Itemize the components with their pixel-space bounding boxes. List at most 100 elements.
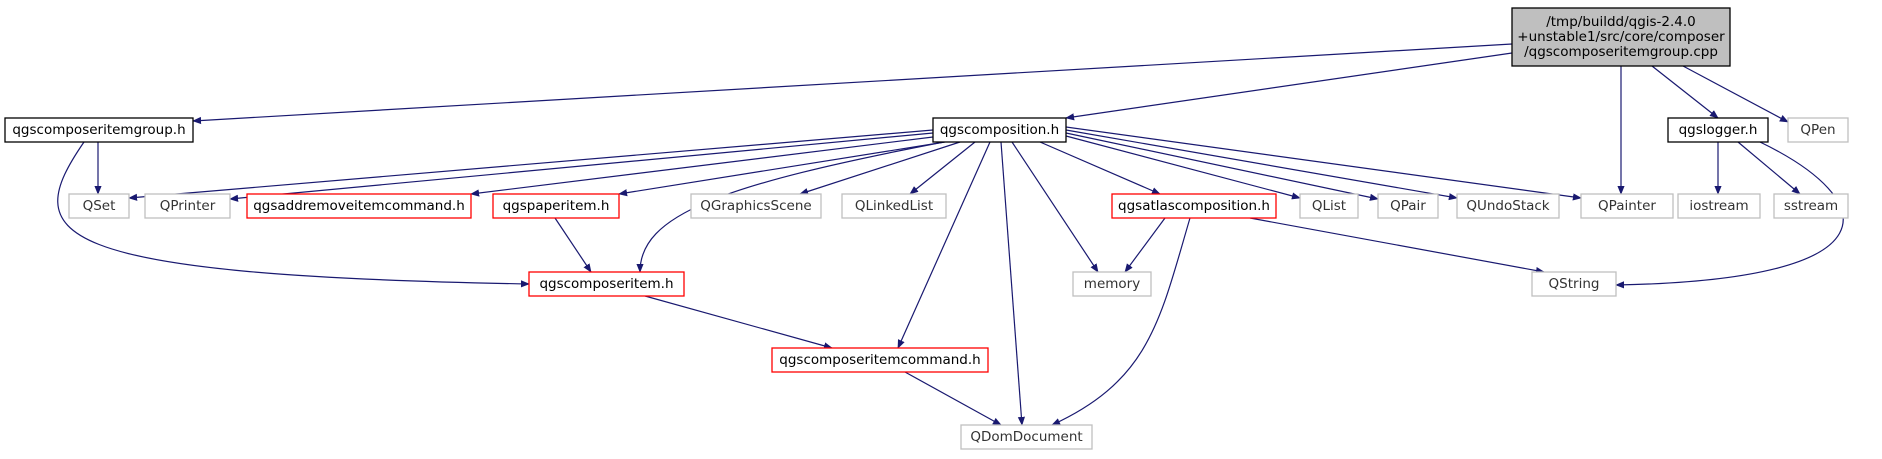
node-box: [1456, 193, 1560, 219]
node-sstream: sstream: [1773, 193, 1849, 219]
node-label: QList: [1312, 198, 1346, 214]
node-label: QDomDocument: [970, 429, 1082, 445]
node-box: [1299, 193, 1359, 219]
edge-qgscomposition_h-to-qgsatlascomposition_h: [1039, 141, 1161, 195]
edge-qgscomposition_h-to-QPainter: [1065, 126, 1582, 201]
node-box: [771, 347, 989, 373]
edge-qgspaperitem_h-to-qgscomposeritem_h: [554, 217, 592, 273]
edge-root-to-qgslogger_h: [1651, 65, 1719, 119]
node-qgscomposeritemgroup_h[interactable]: qgscomposeritemgroup.h: [4, 117, 194, 143]
node-box: [841, 193, 947, 219]
node-label: qgscomposeritemcommand.h: [779, 352, 980, 368]
node-label: QGraphicsScene: [700, 198, 811, 214]
node-box: [1511, 7, 1731, 67]
node-qgscomposeritemcommand_h[interactable]: qgscomposeritemcommand.h: [771, 347, 989, 373]
node-label: iostream: [1689, 198, 1748, 214]
node-box: [1667, 117, 1769, 143]
node-label: /tmp/buildd/qgis-2.4.0: [1546, 14, 1696, 30]
node-box: [68, 193, 130, 219]
node-qgscomposeritem_h[interactable]: qgscomposeritem.h: [528, 271, 685, 297]
edges-layer: [57, 43, 1844, 426]
node-label: /qgscomposeritemgroup.cpp: [1524, 44, 1718, 60]
node-box: [246, 193, 472, 219]
node-QPair: QPair: [1377, 193, 1439, 219]
node-label: QString: [1549, 276, 1600, 292]
node-QPen: QPen: [1787, 117, 1849, 143]
node-QPrinter: QPrinter: [144, 193, 231, 219]
edge-qgslogger_h-to-QString: [1615, 141, 1844, 289]
node-label: QSet: [83, 198, 116, 214]
edge-qgscomposition_h-to-QSet: [128, 129, 934, 201]
node-QList: QList: [1299, 193, 1359, 219]
node-box: [1531, 271, 1617, 297]
edge-qgscomposeritemgroup_h-to-qgscomposeritem_h: [57, 141, 530, 288]
node-box: [1072, 271, 1152, 297]
edge-qgscomposition_h-to-QUndoStack: [1065, 129, 1458, 201]
node-label: QPen: [1800, 122, 1835, 138]
node-QDomDocument: QDomDocument: [960, 424, 1093, 450]
edge-qgscomposition_h-to-QList: [1065, 135, 1301, 200]
edge-qgscomposition_h-to-memory: [1011, 141, 1099, 273]
node-label: qgsatlascomposition.h: [1118, 198, 1270, 214]
node-label: qgsaddremoveitemcommand.h: [253, 198, 465, 214]
edge-qgscomposition_h-to-qgscomposeritemcommand_h: [897, 141, 991, 349]
node-box: [1677, 193, 1761, 219]
node-QPainter: QPainter: [1580, 193, 1674, 219]
node-QSet: QSet: [68, 193, 130, 219]
nodes-layer: /tmp/buildd/qgis-2.4.0+unstable1/src/cor…: [4, 7, 1849, 450]
node-box: [932, 117, 1067, 143]
node-label: qgspaperitem.h: [503, 198, 610, 214]
node-qgsaddremoveitemcommand_h[interactable]: qgsaddremoveitemcommand.h: [246, 193, 472, 219]
node-label: +unstable1/src/core/composer: [1517, 29, 1725, 45]
edge-qgscomposition_h-to-QGraphicsScene: [799, 141, 961, 195]
node-label: qgscomposition.h: [940, 122, 1059, 138]
node-box: [144, 193, 231, 219]
edge-qgscomposeritem_h-to-qgscomposeritemcommand_h: [644, 295, 833, 350]
node-qgsatlascomposition_h[interactable]: qgsatlascomposition.h: [1111, 193, 1277, 219]
node-label: QPainter: [1598, 198, 1656, 214]
node-label: QPrinter: [160, 198, 216, 214]
node-box: [1787, 117, 1849, 143]
edge-qgscomposeritemcommand_h-to-QDomDocument: [904, 371, 1002, 426]
edge-qgscomposition_h-to-QPair: [1065, 132, 1379, 201]
node-box: [1377, 193, 1439, 219]
node-box: [4, 117, 194, 143]
edge-root-to-QPen: [1682, 65, 1789, 123]
node-qgspaperitem_h[interactable]: qgspaperitem.h: [492, 193, 620, 219]
node-label: sstream: [1784, 198, 1838, 214]
edge-qgscomposition_h-to-QPrinter: [229, 132, 934, 202]
node-box: [960, 424, 1093, 450]
node-QGraphicsScene: QGraphicsScene: [690, 193, 822, 219]
edge-root-to-qgscomposition_h: [1065, 52, 1513, 121]
node-box: [528, 271, 685, 297]
node-label: qgslogger.h: [1679, 122, 1758, 138]
node-QLinkedList: QLinkedList: [841, 193, 947, 219]
node-label: QLinkedList: [855, 198, 933, 214]
node-label: QPair: [1390, 198, 1426, 214]
node-label: qgscomposeritemgroup.h: [12, 122, 185, 138]
edge-qgscomposition_h-to-QDomDocument: [1000, 141, 1025, 426]
node-label: QUndoStack: [1466, 198, 1549, 214]
edge-qgsatlascomposition_h-to-memory: [1124, 217, 1166, 273]
node-box: [492, 193, 620, 219]
node-label: memory: [1084, 276, 1140, 292]
edge-qgslogger_h-to-sstream: [1737, 141, 1801, 195]
edge-qgsatlascomposition_h-to-QString: [1249, 217, 1545, 275]
node-root[interactable]: /tmp/buildd/qgis-2.4.0+unstable1/src/cor…: [1511, 7, 1731, 67]
node-box: [1773, 193, 1849, 219]
node-qgslogger_h[interactable]: qgslogger.h: [1667, 117, 1769, 143]
node-box: [1111, 193, 1277, 219]
node-box: [690, 193, 822, 219]
edge-qgsatlascomposition_h-to-QDomDocument: [1051, 217, 1191, 426]
node-iostream: iostream: [1677, 193, 1761, 219]
node-label: qgscomposeritem.h: [539, 276, 673, 292]
node-qgscomposition_h[interactable]: qgscomposition.h: [932, 117, 1067, 143]
edge-qgscomposition_h-to-qgspaperitem_h: [618, 141, 946, 197]
edge-qgscomposition_h-to-QLinkedList: [909, 141, 976, 195]
edge-root-to-qgscomposeritemgroup_h: [192, 43, 1513, 125]
node-memory: memory: [1072, 271, 1152, 297]
edge-qgscomposition_h-to-qgsaddremoveitemcommand_h: [470, 136, 934, 197]
node-QString: QString: [1531, 271, 1617, 297]
node-box: [1580, 193, 1674, 219]
